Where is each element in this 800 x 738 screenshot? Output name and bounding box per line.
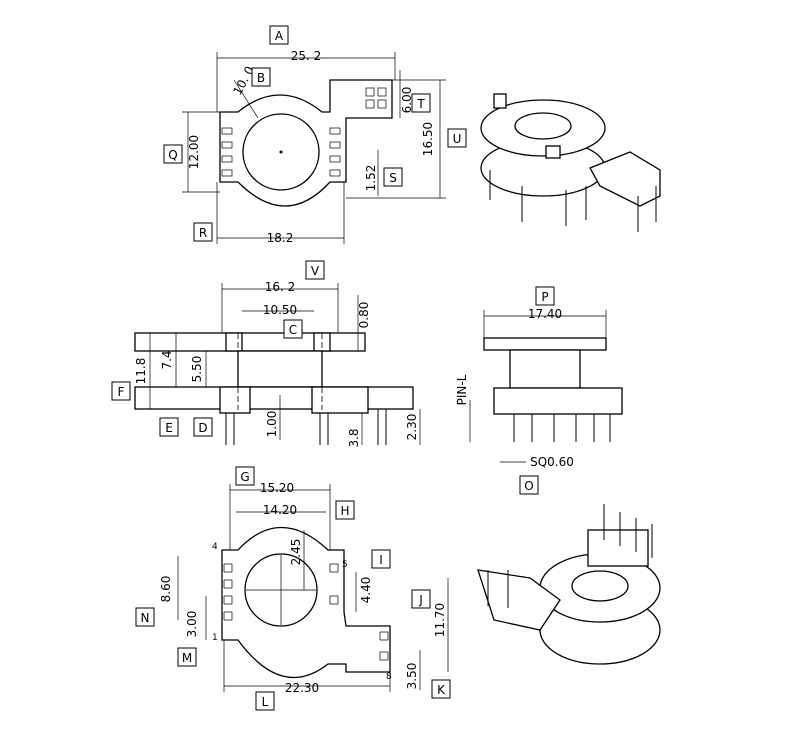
isometric-view-top bbox=[480, 93, 661, 232]
label-P: P bbox=[541, 290, 548, 304]
dim-side-7-4: 7.4 bbox=[160, 350, 174, 369]
dim-bot-3-50: 3.50 bbox=[405, 663, 419, 690]
dim-side-3-8: 3.8 bbox=[347, 428, 361, 447]
dim-top-height-left: 12.00 bbox=[187, 135, 201, 169]
dim-bot-11-70: 11.70 bbox=[433, 603, 447, 637]
label-H: H bbox=[340, 504, 349, 518]
dim-side-1-00: 1.00 bbox=[265, 411, 279, 438]
dim-side-width: 16. 2 bbox=[265, 280, 296, 294]
dim-side-total: 11.8 bbox=[134, 358, 148, 385]
label-boxes: A B C D E F G H I J K L M N O P Q R S T … bbox=[111, 25, 555, 711]
label-F: F bbox=[118, 385, 125, 399]
dim-end-square: SQ0.60 bbox=[530, 455, 574, 469]
label-T: T bbox=[416, 97, 425, 111]
dim-top-width: 25. 2 bbox=[291, 49, 322, 63]
label-R: R bbox=[199, 226, 207, 240]
dim-top-tab: 6.00 bbox=[400, 87, 414, 114]
label-N: N bbox=[141, 611, 150, 625]
pin-number-4: 4 bbox=[212, 542, 218, 552]
dim-top-bottom-width: 18.2 bbox=[267, 231, 294, 245]
label-U: U bbox=[453, 132, 462, 146]
dim-end-pin-label: PIN-L bbox=[455, 374, 469, 405]
label-Q: Q bbox=[168, 148, 177, 162]
label-S: S bbox=[389, 171, 397, 185]
label-G: G bbox=[240, 470, 249, 484]
pin-number-5: 5 bbox=[342, 560, 348, 570]
label-J: J bbox=[418, 593, 423, 607]
label-E: E bbox=[165, 421, 173, 435]
top-view: 25. 2 18.2 12.00 16.50 6.00 1.52 10. 0 bbox=[182, 49, 446, 245]
bottom-view: 15.20 14.20 2.45 8.60 3.00 4.40 11.70 3.… bbox=[159, 481, 449, 695]
side-view: 16. 2 10.50 0.80 11.8 7.4 5.50 1.00 3.8 … bbox=[134, 280, 421, 448]
label-M: M bbox=[182, 651, 192, 665]
pin-number-8: 8 bbox=[386, 672, 392, 682]
dim-bot-2-45: 2.45 bbox=[289, 539, 303, 566]
dim-top-total-height: 16.50 bbox=[421, 122, 435, 156]
dim-bot-4-40: 4.40 bbox=[359, 577, 373, 604]
label-C: C bbox=[289, 323, 297, 337]
dim-side-5-50: 5.50 bbox=[190, 356, 204, 383]
dim-top-pin-gap: 1.52 bbox=[364, 165, 378, 192]
dim-end-width: 17.40 bbox=[528, 307, 562, 321]
dim-bot-8-60: 8.60 bbox=[159, 576, 173, 603]
dim-bot-width-outer: 15.20 bbox=[260, 481, 294, 495]
label-V: V bbox=[311, 264, 320, 278]
label-L: L bbox=[262, 695, 269, 709]
dim-bot-22-30: 22.30 bbox=[285, 681, 319, 695]
label-D: D bbox=[198, 421, 207, 435]
dim-side-flange: 0.80 bbox=[357, 302, 371, 329]
dim-side-inner: 10.50 bbox=[263, 303, 297, 317]
pin-number-1: 1 bbox=[212, 633, 218, 643]
label-A: A bbox=[275, 29, 284, 43]
label-I: I bbox=[379, 553, 383, 567]
label-O: O bbox=[524, 479, 533, 493]
end-view: 17.40 PIN-L SQ0.60 bbox=[455, 307, 623, 469]
isometric-view-bottom bbox=[477, 504, 661, 665]
dim-bot-3-00: 3.00 bbox=[185, 611, 199, 638]
dim-side-2-30: 2.30 bbox=[405, 414, 419, 441]
label-K: K bbox=[437, 683, 446, 697]
dim-bot-width-inner: 14.20 bbox=[263, 503, 297, 517]
label-B: B bbox=[257, 71, 265, 85]
